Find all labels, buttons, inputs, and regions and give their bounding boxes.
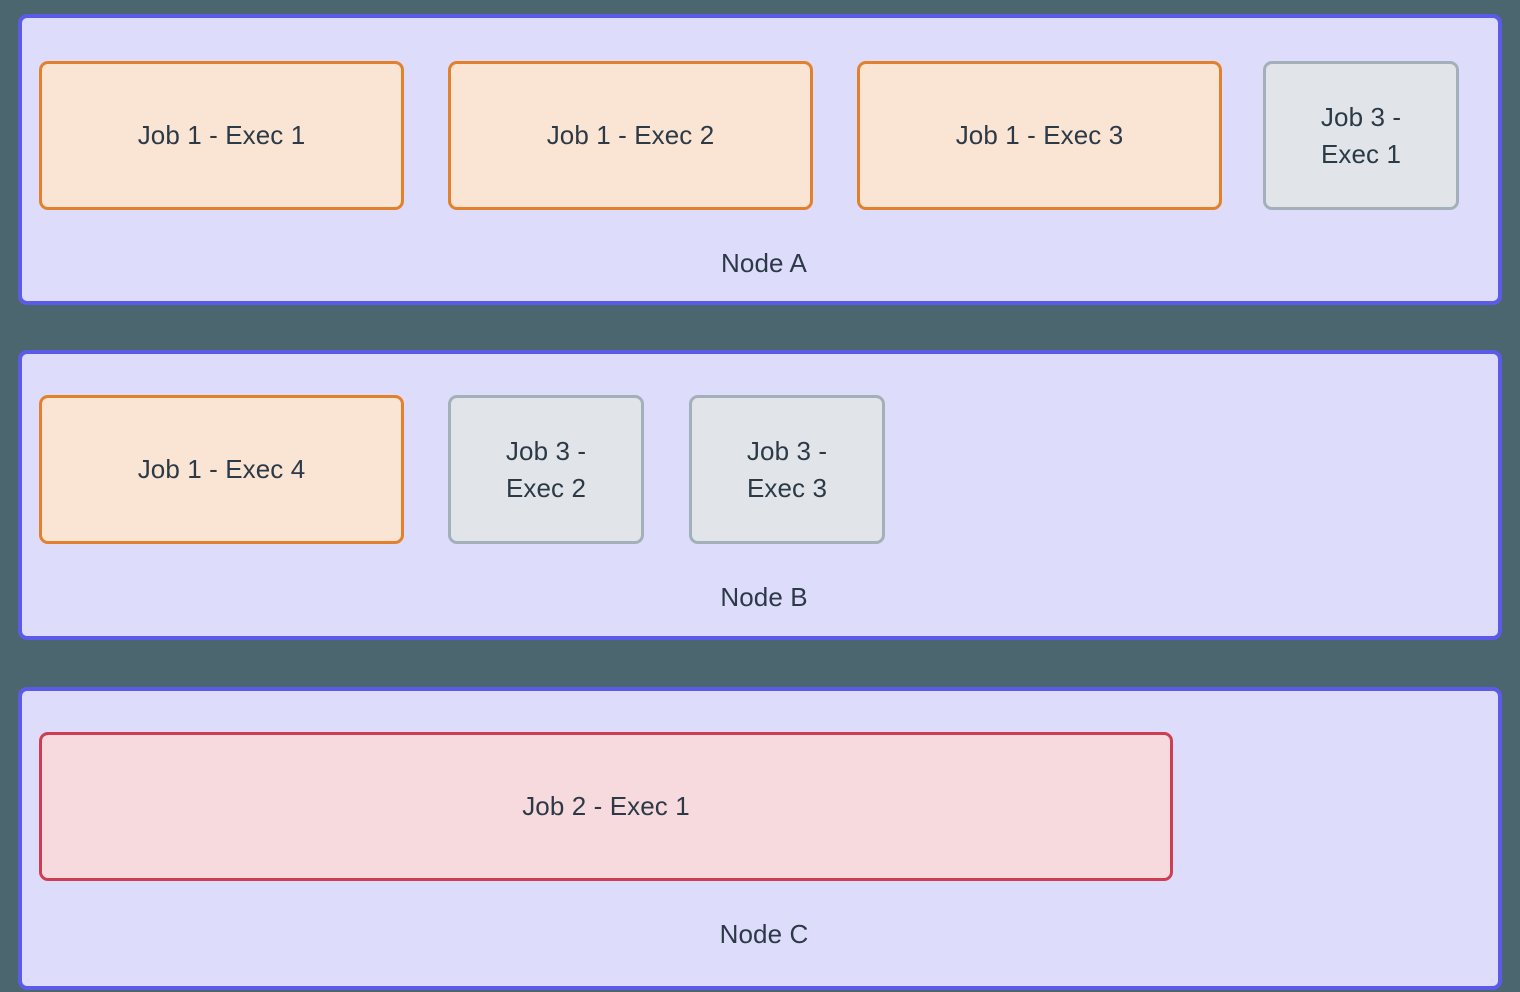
- job-box-job1-exec4[interactable]: Job 1 - Exec 4: [39, 395, 404, 544]
- node-container-a[interactable]: Job 1 - Exec 1 Job 1 - Exec 2 Job 1 - Ex…: [18, 14, 1502, 305]
- job-box-job3-exec1[interactable]: Job 3 - Exec 1: [1263, 61, 1459, 210]
- node-container-c[interactable]: Job 2 - Exec 1 Node C: [18, 687, 1502, 990]
- job-box-job1-exec3[interactable]: Job 1 - Exec 3: [857, 61, 1222, 210]
- job-box-job1-exec2[interactable]: Job 1 - Exec 2: [448, 61, 813, 210]
- job-box-job3-exec2[interactable]: Job 3 - Exec 2: [448, 395, 644, 544]
- node-label-a: Node A: [721, 248, 807, 278]
- job-box-job3-exec3[interactable]: Job 3 - Exec 3: [689, 395, 885, 544]
- node-label-b: Node B: [720, 582, 808, 612]
- node-label-c: Node C: [719, 919, 809, 949]
- job-box-job2-exec1[interactable]: Job 2 - Exec 1: [39, 732, 1173, 881]
- node-container-b[interactable]: Job 1 - Exec 4 Job 3 - Exec 2 Job 3 - Ex…: [18, 350, 1502, 640]
- job-box-job1-exec1[interactable]: Job 1 - Exec 1: [39, 61, 404, 210]
